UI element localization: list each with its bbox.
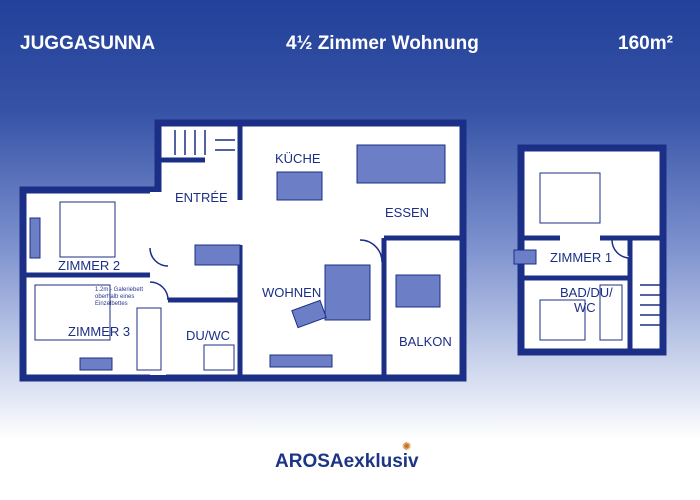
shower	[599, 284, 623, 341]
stairs-upper-icon	[640, 284, 660, 326]
room-label-balkon: BALKON	[399, 334, 452, 349]
gallery-note-2: oberhalb eines	[95, 294, 134, 300]
double-bed-zimmer2	[59, 201, 116, 258]
stairs-icon	[174, 130, 235, 155]
kitchen-island	[276, 171, 323, 201]
desk	[79, 357, 113, 371]
wardrobe	[194, 244, 241, 266]
sofa	[324, 264, 371, 321]
room-label-bad-1: BAD/DU/	[560, 285, 613, 300]
single-bed	[136, 307, 162, 371]
room-label-bad-2: WC	[574, 300, 596, 315]
sun-icon: ✺	[402, 441, 412, 453]
interior-walls	[23, 123, 663, 378]
door-zimmer2	[149, 247, 169, 267]
dining-table	[356, 144, 446, 184]
balcony-table	[395, 274, 441, 308]
doors	[149, 130, 660, 326]
shower-duwc	[203, 344, 235, 371]
gallery-bed	[34, 284, 111, 341]
room-label-zimmer2: ZIMMER 2	[58, 258, 120, 273]
room-label-wohnen: WOHNEN	[262, 285, 321, 300]
door-zimmer1	[611, 239, 631, 259]
room-label-zimmer3: ZIMMER 3	[68, 324, 130, 339]
apartment-type: 4½ Zimmer Wohnung	[286, 33, 479, 54]
room-label-zimmer1: ZIMMER 1	[550, 250, 612, 265]
gallery-note-1: 1.2m - Galeriebett	[95, 287, 143, 293]
room-label-duwc: DU/WC	[186, 328, 230, 343]
desk-zimmer1	[513, 249, 537, 265]
sideboard	[269, 354, 333, 368]
gallery-note-3: Einzelbettes	[95, 301, 128, 307]
apartment-area: 160m²	[618, 33, 673, 54]
cabinet-zimmer2	[29, 217, 41, 259]
furniture	[29, 144, 623, 371]
door-zimmer3	[149, 281, 169, 301]
room-label-essen: ESSEN	[385, 205, 429, 220]
bathtub	[539, 299, 586, 341]
property-name: JUGGASUNNA	[20, 33, 156, 54]
brand-logo: AROSAexklusiv	[275, 451, 419, 472]
room-label-kueche: KÜCHE	[275, 151, 321, 166]
door-balkon	[359, 239, 383, 263]
double-bed-zimmer1	[539, 172, 601, 224]
armchair	[291, 299, 327, 329]
room-label-entree: ENTRÉE	[175, 190, 228, 205]
